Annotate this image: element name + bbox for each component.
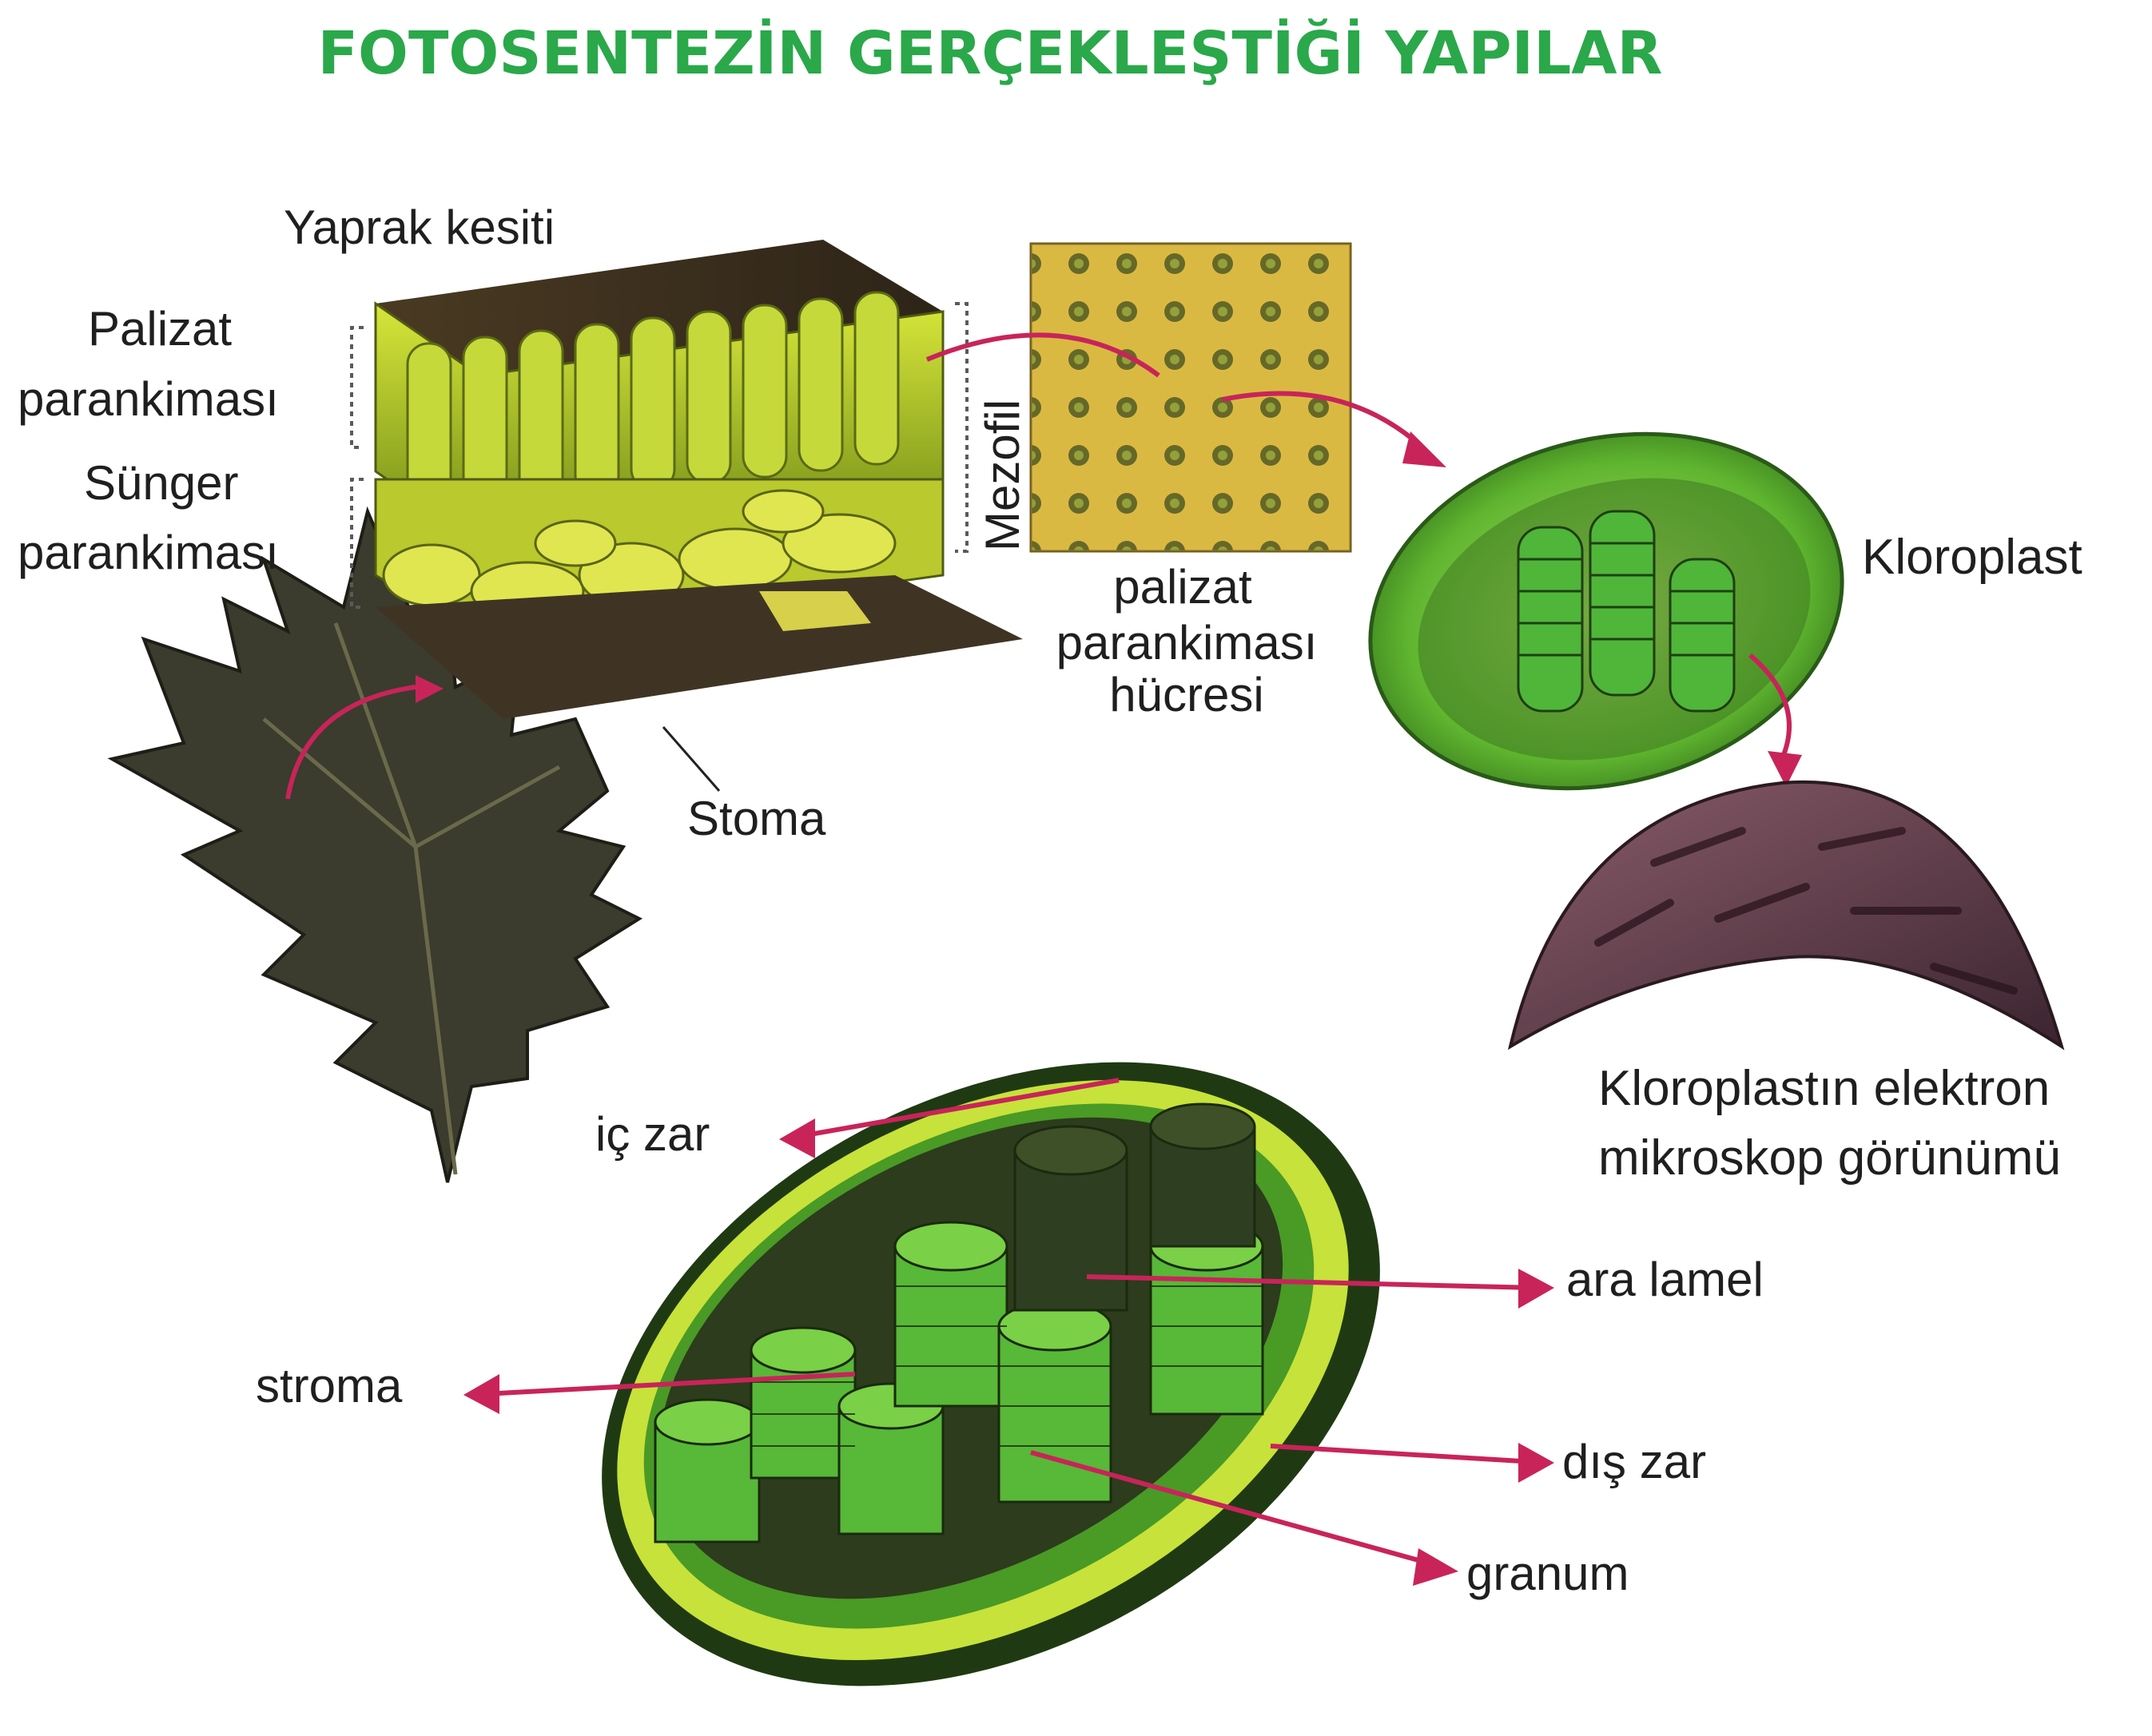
label-sunger-line2: parankiması bbox=[18, 526, 279, 579]
label-palizat-hucre-line2: parankiması bbox=[1056, 616, 1318, 669]
mezofil-bracket bbox=[955, 302, 969, 553]
label-yaprak-kesiti: Yaprak kesiti bbox=[284, 201, 555, 254]
electron-microscope-illustration bbox=[1507, 780, 2065, 1051]
label-granum: granum bbox=[1466, 1547, 1629, 1600]
label-palizat-line2: parankiması bbox=[18, 372, 279, 426]
label-dis-zar: dış zar bbox=[1562, 1435, 1706, 1488]
leaf-to-section-arrow bbox=[285, 685, 416, 800]
cell-to-chloroplast-arrow bbox=[1222, 391, 1425, 450]
page-title: FOTOSENTEZİN GERÇEKLEŞTİĞİ YAPILAR bbox=[318, 18, 1663, 88]
label-palizat-hucre-line3: hücresi bbox=[1109, 668, 1263, 721]
leader-arrows bbox=[463, 1078, 1554, 1586]
label-palizat-hucre-line1: palizat bbox=[1113, 560, 1252, 614]
label-stoma: Stoma bbox=[687, 792, 826, 845]
chloroplast-illustration bbox=[1368, 431, 1844, 791]
sunger-bracket bbox=[350, 478, 364, 609]
palizat-bracket bbox=[350, 326, 364, 449]
label-stroma: stroma bbox=[256, 1359, 403, 1412]
label-ic-zar: iç zar bbox=[595, 1107, 710, 1161]
label-sunger-line1: Sünger bbox=[84, 456, 238, 510]
label-ara-lamel: ara lamel bbox=[1566, 1253, 1764, 1306]
section-to-cell-arrow bbox=[925, 332, 1160, 378]
granum-stack bbox=[654, 1398, 761, 1543]
label-elektron-line1: Kloroplastın elektron bbox=[1598, 1061, 2050, 1116]
chloroplast-to-em-arrow bbox=[1748, 653, 1792, 761]
label-kloroplast: Kloroplast bbox=[1862, 530, 2082, 585]
large-chloroplast-illustration bbox=[602, 1062, 1380, 1686]
label-elektron-line2: mikroskop görünümü bbox=[1598, 1130, 2061, 1186]
label-mezofil: Mezofil bbox=[976, 399, 1029, 551]
leaf-section-illustration bbox=[374, 240, 1023, 792]
label-palizat-line1: Palizat bbox=[88, 302, 232, 356]
palisade-cell-illustration bbox=[1029, 242, 1352, 553]
